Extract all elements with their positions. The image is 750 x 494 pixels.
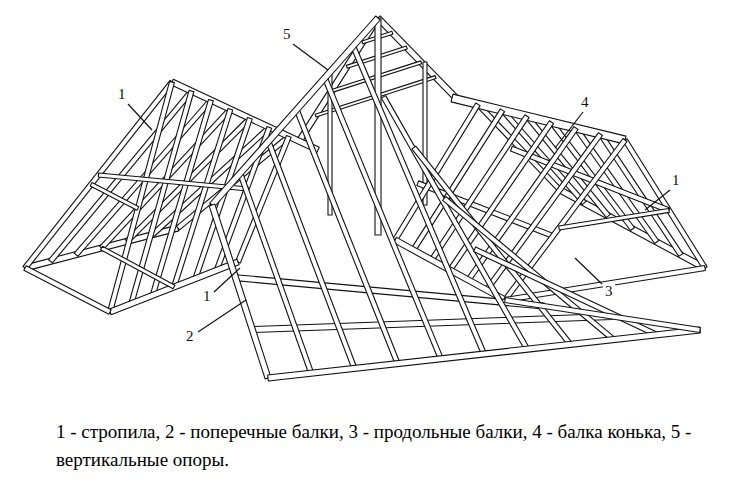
hip-rafter xyxy=(210,16,380,207)
rafter xyxy=(598,133,683,257)
rafter xyxy=(623,139,707,270)
leader-line xyxy=(214,268,240,292)
rafter xyxy=(474,247,658,337)
rafter xyxy=(443,197,616,342)
wall-plate xyxy=(268,327,701,381)
callout-number: 5 xyxy=(281,26,293,42)
rafter xyxy=(294,109,400,365)
truss-members xyxy=(23,16,707,381)
leader-line xyxy=(575,258,602,284)
hip-rafter xyxy=(376,16,460,102)
callout-number: 1 xyxy=(670,172,682,188)
leader-line xyxy=(198,300,246,332)
longitudinal-beam xyxy=(510,146,669,212)
leader-line xyxy=(645,190,670,210)
callout-number: 4 xyxy=(579,94,591,110)
rafter xyxy=(412,146,572,346)
tie-beam xyxy=(24,266,111,314)
leader-line xyxy=(128,104,152,130)
tie-beam xyxy=(101,246,175,289)
callout-number: 3 xyxy=(603,283,615,299)
leader-line xyxy=(555,112,583,148)
rafter xyxy=(466,127,578,282)
tie-beam xyxy=(90,183,139,211)
callout-number: 2 xyxy=(184,328,196,344)
rafter xyxy=(266,141,357,370)
callout-number: 1 xyxy=(201,288,213,304)
tie-beam xyxy=(559,208,670,230)
rafter xyxy=(209,204,271,379)
rafter xyxy=(351,45,487,355)
leader-line xyxy=(293,44,328,70)
callout-number: 1 xyxy=(116,86,128,102)
valley-rafter xyxy=(505,298,701,333)
figure-caption: 1 - стропила, 2 - поперечные балки, 3 - … xyxy=(56,418,696,474)
rafter xyxy=(238,172,314,374)
leader-lines xyxy=(128,44,670,332)
rafter xyxy=(381,96,529,351)
